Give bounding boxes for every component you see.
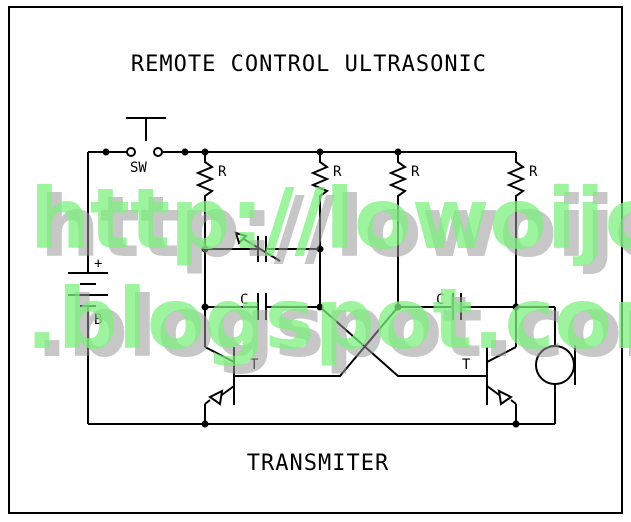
trimmer-capacitor bbox=[201, 231, 324, 262]
push-switch bbox=[88, 117, 516, 157]
watermark: http://lowoijo2 http://lowoijo2 .blogspo… bbox=[26, 170, 631, 376]
resistor-4-label: R bbox=[529, 164, 538, 180]
transistor-right-label: T bbox=[462, 357, 471, 373]
transistor-right bbox=[462, 307, 520, 428]
watermark-line1-shadow: http://lowoijo2 bbox=[40, 178, 631, 276]
resistor-1 bbox=[195, 152, 215, 307]
capacitor-right-label: C bbox=[436, 292, 444, 308]
battery bbox=[68, 152, 108, 424]
cross-coupling bbox=[234, 306, 462, 377]
resistor-1-label: R bbox=[218, 164, 227, 180]
watermark-line2: .blogspot.com bbox=[26, 270, 631, 368]
resistor-2 bbox=[310, 152, 330, 307]
resistor-2-label: R bbox=[333, 164, 342, 180]
diagram-title: REMOTE CONTROL ULTRASONIC bbox=[131, 52, 487, 77]
capacitor-left-label: C bbox=[240, 292, 248, 308]
diagram-caption: TRANSMITER bbox=[247, 451, 389, 476]
resistor-4 bbox=[506, 152, 526, 307]
switch-label: SW bbox=[130, 160, 147, 176]
transistor-left-label: T bbox=[250, 357, 259, 373]
battery-label: B bbox=[94, 312, 102, 328]
watermark-line1: http://lowoijo2 bbox=[30, 170, 631, 268]
diagram-border bbox=[8, 6, 623, 514]
battery-polarity: + bbox=[94, 256, 102, 272]
capacitor-right bbox=[394, 293, 555, 320]
ultrasonic-transducer bbox=[535, 307, 576, 424]
watermark-line2-shadow: .blogspot.com bbox=[36, 278, 631, 376]
resistor-3-label: R bbox=[411, 164, 420, 180]
resistor-3 bbox=[388, 152, 408, 307]
